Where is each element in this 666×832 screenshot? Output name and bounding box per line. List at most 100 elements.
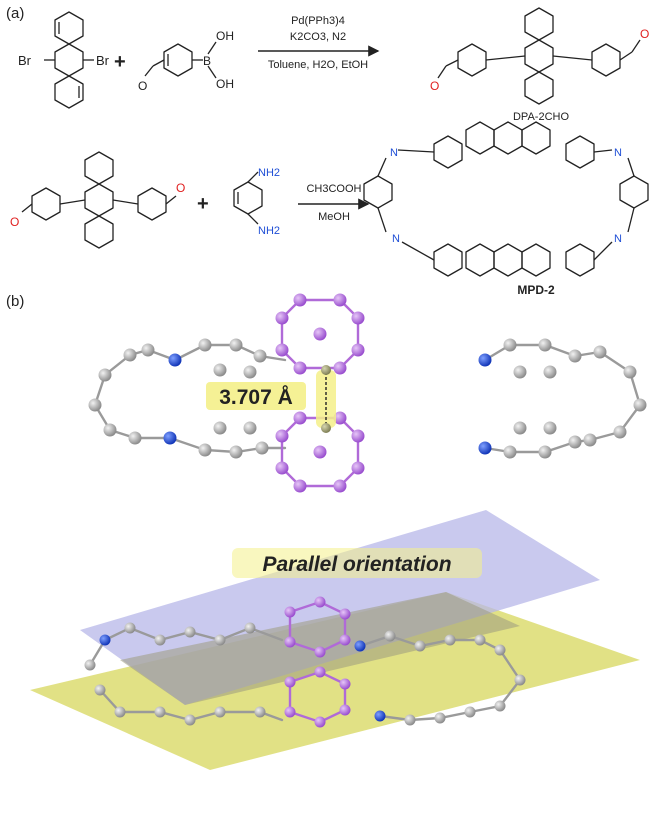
product-oxygen-right: O — [640, 27, 649, 41]
carbon-atom — [538, 445, 552, 459]
orientation-label: Parallel orientation — [262, 553, 451, 576]
centroid-bottom — [321, 423, 331, 433]
anthracene-atom — [293, 479, 307, 493]
anthracene-atom — [284, 706, 296, 718]
anthracene-atom — [351, 343, 365, 357]
product-oxygen-left: O — [430, 79, 439, 93]
carbon-atom — [503, 338, 517, 352]
anthracene-atom — [339, 634, 351, 646]
carbon-atom — [543, 421, 557, 435]
orientation-label-glow — [232, 548, 482, 578]
carbon-atom — [255, 441, 269, 455]
amine-bottom-label: NH2 — [258, 225, 280, 237]
anthracene-atom — [314, 716, 326, 728]
centroid-top — [321, 365, 331, 375]
anthracene-atom — [339, 678, 351, 690]
anthracene-atom — [333, 361, 347, 375]
carbon-atom — [623, 365, 637, 379]
dpa-2cho-reactant-structure — [21, 151, 177, 249]
carbon-atom — [229, 445, 243, 459]
carbon-atom — [414, 640, 426, 652]
imine-n-1: N — [390, 147, 398, 159]
anthracene-atom — [284, 636, 296, 648]
carbon-atom — [593, 345, 607, 359]
dpa-2cho-name: DPA-2CHO — [513, 111, 569, 123]
carbon-atom — [198, 443, 212, 457]
panel-label-a: (a) — [6, 5, 24, 22]
dibromoanthracene-structure — [44, 11, 94, 109]
crystal-atoms-side — [84, 596, 526, 728]
aldehyde-oxygen-label: O — [138, 79, 147, 93]
carbon-atom — [543, 365, 557, 379]
carbon-atom — [568, 349, 582, 363]
carbon-atom — [253, 349, 267, 363]
boron-label: B — [203, 54, 211, 68]
crystal-structure-top-view — [93, 298, 642, 488]
carbon-atom — [494, 700, 506, 712]
carbon-atom — [513, 365, 527, 379]
carbon-atom — [88, 398, 102, 412]
carbon-atom — [154, 634, 166, 646]
carbon-atom — [213, 363, 227, 377]
m-xylylenediamine-structure — [233, 171, 263, 225]
bromine-left-label: Br — [18, 53, 32, 68]
carbon-atom — [538, 338, 552, 352]
carbon-atom — [494, 644, 506, 656]
plus-sign-2: + — [197, 193, 209, 215]
carbon-atom — [214, 706, 226, 718]
distance-label-background — [206, 382, 306, 410]
panel-label-b: (b) — [6, 293, 24, 310]
anthracene-atom — [333, 479, 347, 493]
carbon-atom — [114, 706, 126, 718]
anthracene-atom — [351, 429, 365, 443]
carbon-atom — [243, 421, 257, 435]
carbon-atom — [464, 706, 476, 718]
carbon-atom — [583, 433, 597, 447]
carbon-atom — [128, 431, 142, 445]
carbon-atom — [503, 445, 517, 459]
carbon-atom — [123, 348, 137, 362]
carbon-atom — [514, 674, 526, 686]
reactant-oxygen-right: O — [176, 181, 185, 195]
carbon-atom — [474, 634, 486, 646]
carbon-atom — [184, 714, 196, 726]
anthracene-atom — [351, 311, 365, 325]
imine-n-2: N — [614, 147, 622, 159]
anthracene-atom — [275, 343, 289, 357]
carbon-atom — [613, 425, 627, 439]
anthracene-atom — [351, 461, 365, 475]
anthracene-atom — [293, 293, 307, 307]
carbon-atom — [103, 423, 117, 437]
mpd-2-name: MPD-2 — [517, 283, 555, 297]
hydroxyl-top-label: OH — [216, 29, 234, 43]
carbon-atom — [243, 365, 257, 379]
carbon-atom — [184, 626, 196, 638]
hydroxyl-bottom-label: OH — [216, 77, 234, 91]
anthracene-atom — [339, 608, 351, 620]
acid-condition: CH3COOH — [306, 183, 361, 195]
carbon-atom — [213, 421, 227, 435]
carbon-atom — [229, 338, 243, 352]
methanol-condition: MeOH — [318, 211, 350, 223]
anthracene-atom — [275, 429, 289, 443]
carbon-atom — [198, 338, 212, 352]
carbon-atom — [154, 706, 166, 718]
distance-label: 3.707 Å — [219, 385, 293, 409]
carbon-atom — [404, 714, 416, 726]
nitrogen-atom — [478, 441, 492, 455]
carbon-atom — [384, 630, 396, 642]
crystal-atoms-top — [88, 293, 647, 493]
carbon-atom — [444, 634, 456, 646]
anthracene-atom — [314, 666, 326, 678]
nitrogen-atom — [168, 353, 182, 367]
reactant-oxygen-left: O — [10, 215, 19, 229]
carbon-atom — [434, 712, 446, 724]
carbon-atom — [94, 684, 106, 696]
carbon-atom — [633, 398, 647, 412]
anthracene-atom — [314, 596, 326, 608]
anthracene-atom — [293, 361, 307, 375]
anthracene-atom — [275, 311, 289, 325]
imine-n-3: N — [392, 233, 400, 245]
anthracene-atom — [275, 461, 289, 475]
